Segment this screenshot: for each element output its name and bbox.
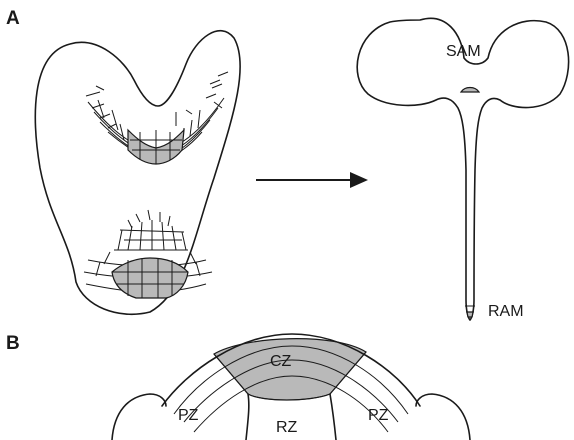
cz-label: CZ xyxy=(270,353,292,370)
ram-label: RAM xyxy=(488,303,524,320)
ram-shading xyxy=(467,312,473,317)
seedling-outline xyxy=(357,18,568,320)
sam-label: SAM xyxy=(446,43,481,60)
pz-left-label: PZ xyxy=(178,407,199,424)
development-arrow xyxy=(256,172,368,188)
embryo-heart-stage xyxy=(35,31,240,315)
right-primordium xyxy=(416,394,470,440)
panel-label-b: B xyxy=(6,333,20,354)
left-primordium xyxy=(112,394,166,440)
root-apex-shading xyxy=(112,258,188,298)
rz-label: RZ xyxy=(276,419,298,436)
panel-label-a: A xyxy=(6,8,20,29)
sam-shading xyxy=(461,88,479,93)
pz-right-label: PZ xyxy=(368,407,389,424)
seedling xyxy=(357,18,568,320)
